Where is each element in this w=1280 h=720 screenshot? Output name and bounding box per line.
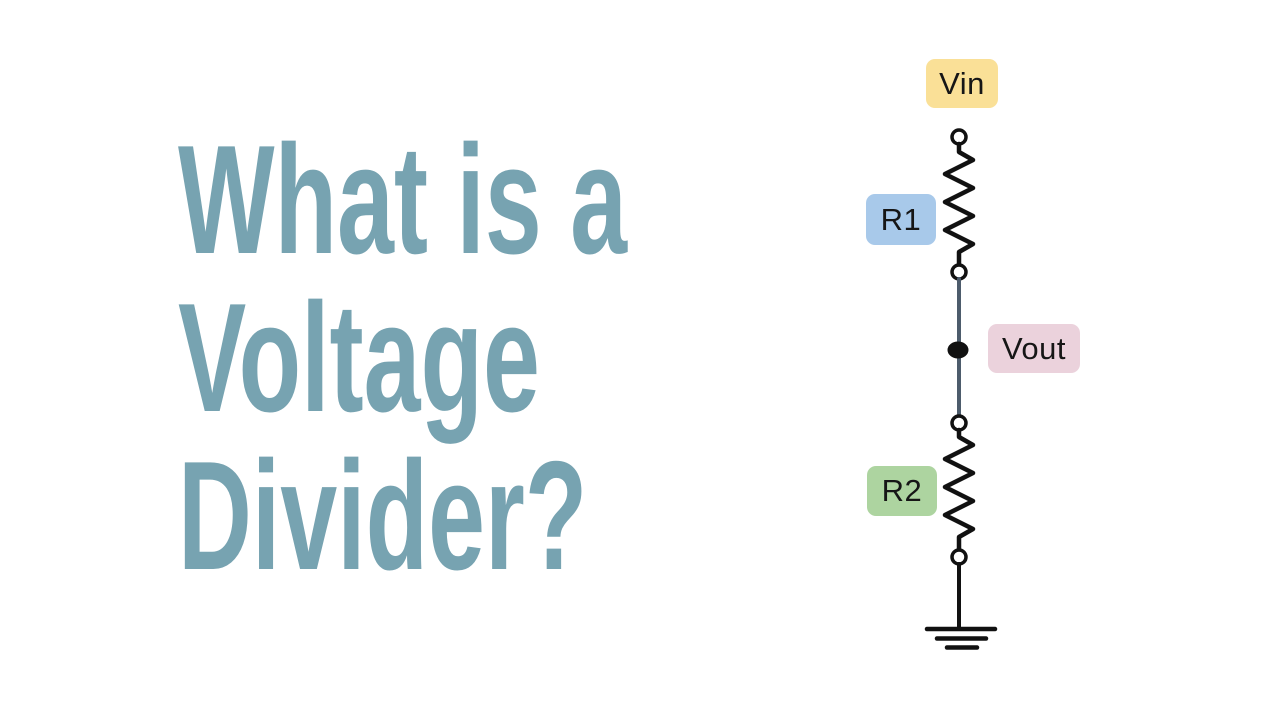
- vout-node-dot: [947, 341, 969, 359]
- title-line-1: What is a: [178, 113, 628, 286]
- title-line-3: Divider?: [178, 429, 588, 602]
- vout-label: Vout: [988, 324, 1080, 373]
- r1-label: R1: [866, 194, 936, 245]
- r2-bottom-terminal-icon: [950, 548, 968, 566]
- ground-icon: [924, 626, 998, 650]
- resistor-r2-symbol: [942, 427, 976, 553]
- r2-label: R2: [867, 466, 937, 516]
- r1-bottom-terminal-icon: [950, 263, 968, 281]
- title-line-2: Voltage: [178, 271, 540, 444]
- page-title: What is a Voltage Divider?: [178, 121, 680, 595]
- resistor-r1-symbol: [942, 141, 976, 268]
- vin-label: Vin: [926, 59, 998, 108]
